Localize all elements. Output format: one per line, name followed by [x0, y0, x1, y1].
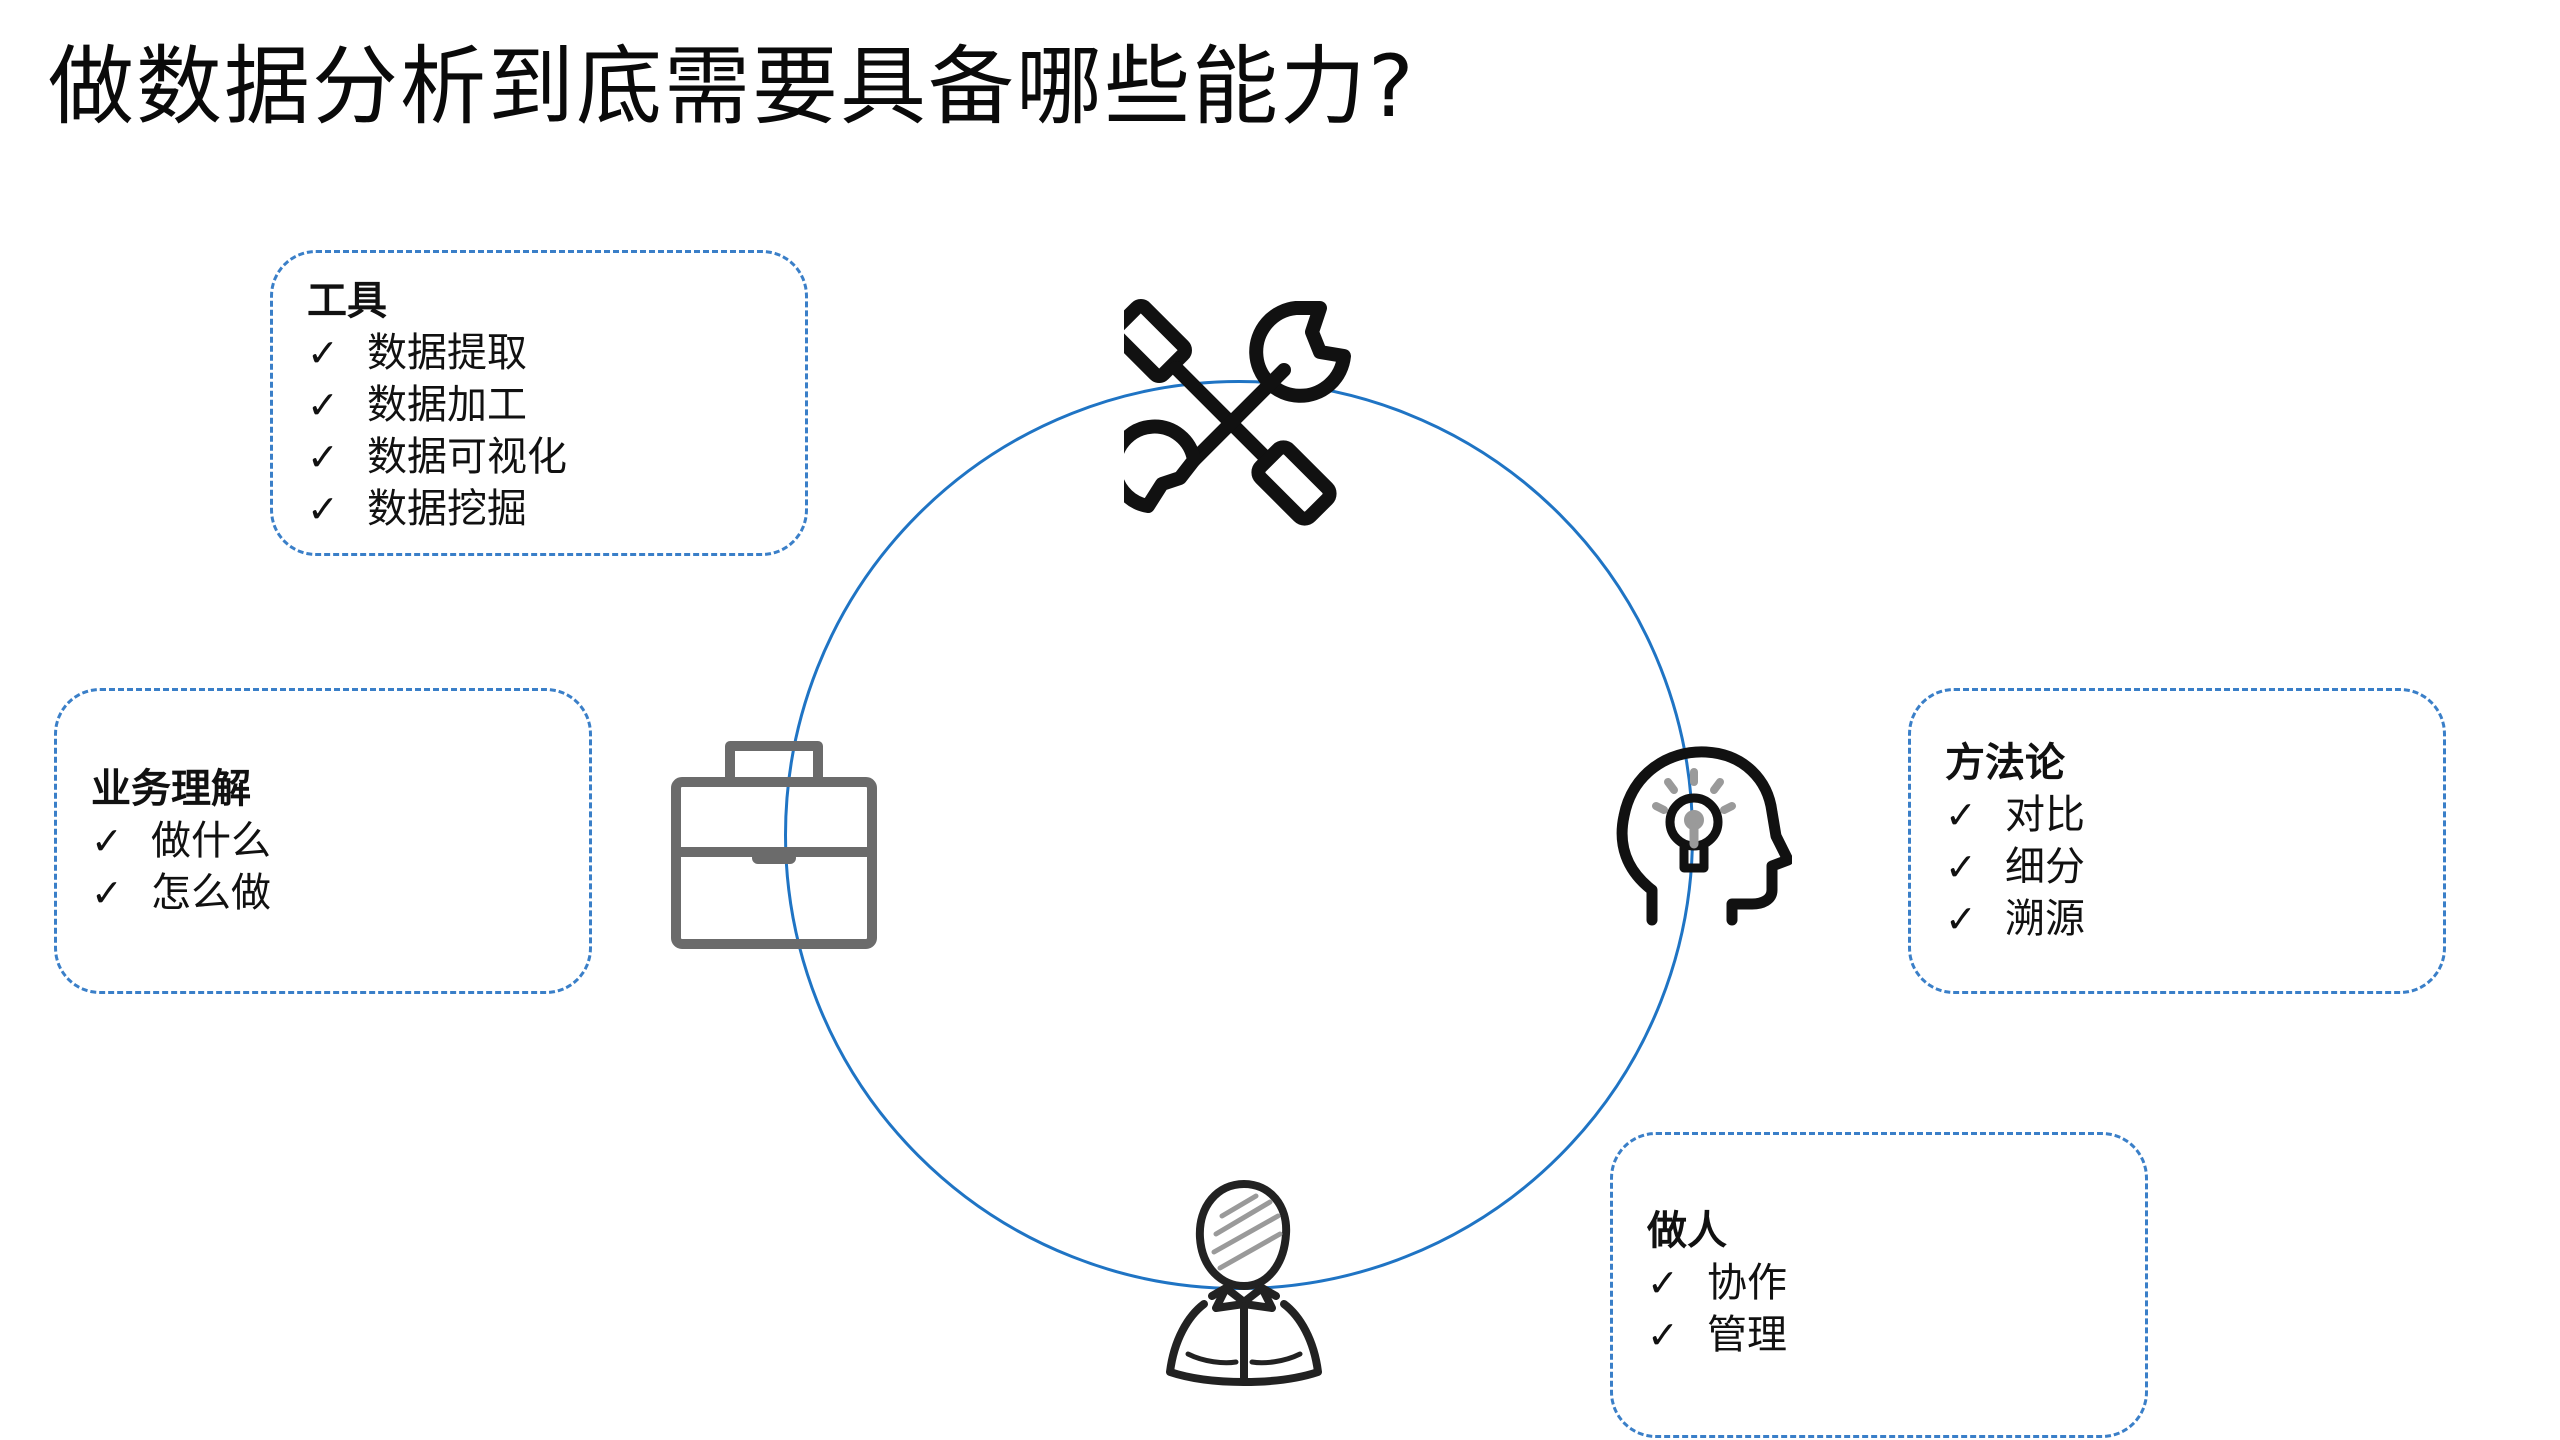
check-icon: ✓ [91, 819, 123, 863]
card-business-list: ✓ 做什么 ✓ 怎么做 [91, 815, 555, 919]
list-item-label: 数据提取 [367, 330, 527, 376]
list-item-label: 溯源 [2005, 896, 2085, 942]
check-icon: ✓ [307, 487, 339, 531]
card-people: 做人 ✓ 协作 ✓ 管理 [1610, 1132, 2148, 1438]
check-icon: ✓ [1945, 793, 1977, 837]
list-item: ✓ 数据加工 [307, 379, 771, 431]
check-icon: ✓ [1647, 1261, 1679, 1305]
list-item: ✓ 怎么做 [91, 867, 555, 919]
card-methodology-title: 方法论 [1945, 740, 2065, 786]
page-title: 做数据分析到底需要具备哪些能力? [48, 37, 1416, 137]
card-business-title: 业务理解 [91, 766, 251, 812]
check-icon: ✓ [1945, 845, 1977, 889]
check-icon: ✓ [1945, 897, 1977, 941]
check-icon: ✓ [307, 435, 339, 479]
list-item-label: 对比 [2005, 792, 2085, 838]
list-item-label: 管理 [1707, 1312, 1787, 1358]
list-item-label: 做什么 [151, 818, 271, 864]
check-icon: ✓ [307, 383, 339, 427]
list-item-label: 怎么做 [151, 870, 271, 916]
briefcase-icon [668, 732, 880, 952]
person-icon [1164, 1176, 1324, 1388]
list-item-label: 数据可视化 [367, 434, 567, 480]
list-item-label: 协作 [1707, 1260, 1787, 1306]
idea-head-icon [1612, 740, 1792, 930]
list-item: ✓ 数据可视化 [307, 431, 771, 483]
list-item: ✓ 数据挖掘 [307, 483, 771, 535]
card-people-title: 做人 [1647, 1208, 1727, 1254]
card-people-list: ✓ 协作 ✓ 管理 [1647, 1257, 2111, 1361]
list-item: ✓ 数据提取 [307, 327, 771, 379]
check-icon: ✓ [1647, 1313, 1679, 1357]
card-methodology: 方法论 ✓ 对比 ✓ 细分 ✓ 溯源 [1908, 688, 2446, 994]
tools-icon [1124, 288, 1364, 528]
list-item: ✓ 协作 [1647, 1257, 2111, 1309]
card-tools-list: ✓ 数据提取 ✓ 数据加工 ✓ 数据可视化 ✓ 数据挖掘 [307, 327, 771, 535]
card-methodology-list: ✓ 对比 ✓ 细分 ✓ 溯源 [1945, 789, 2409, 945]
check-icon: ✓ [307, 331, 339, 375]
card-business: 业务理解 ✓ 做什么 ✓ 怎么做 [54, 688, 592, 994]
list-item: ✓ 溯源 [1945, 893, 2409, 945]
list-item-label: 细分 [2005, 844, 2085, 890]
list-item: ✓ 做什么 [91, 815, 555, 867]
list-item-label: 数据加工 [367, 382, 527, 428]
check-icon: ✓ [91, 871, 123, 915]
card-tools-title: 工具 [307, 278, 387, 324]
list-item: ✓ 对比 [1945, 789, 2409, 841]
list-item: ✓ 细分 [1945, 841, 2409, 893]
list-item-label: 数据挖掘 [367, 486, 527, 532]
list-item: ✓ 管理 [1647, 1309, 2111, 1361]
card-tools: 工具 ✓ 数据提取 ✓ 数据加工 ✓ 数据可视化 ✓ 数据挖掘 [270, 250, 808, 556]
